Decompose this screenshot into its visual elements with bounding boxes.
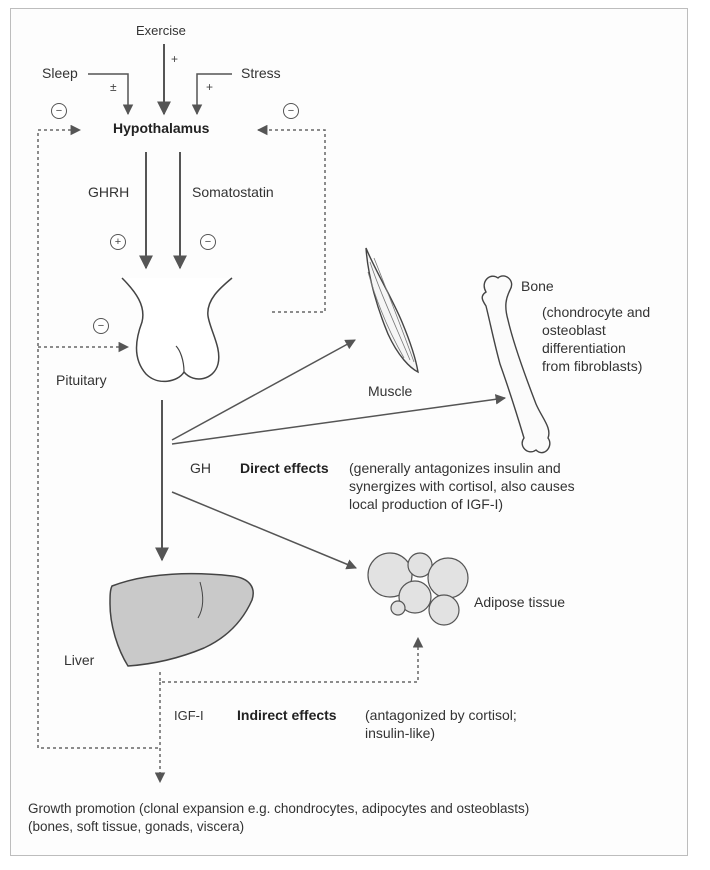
gh-label: GH bbox=[190, 460, 211, 476]
growth-promotion-line-2: (bones, soft tissue, gonads, viscera) bbox=[28, 819, 245, 834]
hypothalamus-label: Hypothalamus bbox=[113, 120, 210, 136]
bone-illustration bbox=[481, 275, 551, 454]
sleep-arrow bbox=[88, 73, 134, 116]
liver-lobe-line bbox=[197, 581, 204, 619]
bone-label: Bone bbox=[521, 278, 554, 294]
ghrh-plus: + bbox=[110, 234, 126, 250]
liver-to-adipose-dotted bbox=[159, 636, 424, 683]
somatostatin-label: Somatostatin bbox=[192, 184, 274, 200]
muscle-label: Muscle bbox=[368, 383, 413, 399]
left-feedback-minus: − bbox=[51, 103, 67, 119]
sleep-label: Sleep bbox=[42, 65, 78, 81]
gh-to-bone-arrow bbox=[171, 394, 507, 445]
sleep-sign: ± bbox=[110, 80, 117, 94]
exercise-label: Exercise bbox=[136, 23, 186, 38]
stress-sign: + bbox=[206, 80, 214, 94]
indirect-effects-title: Indirect effects bbox=[237, 707, 337, 723]
pituitary-label: Pituitary bbox=[56, 372, 107, 388]
growth-promotion-line-1: Growth promotion (clonal expansion e.g. … bbox=[28, 801, 530, 816]
indirect-effects-line-2: insulin-like) bbox=[365, 725, 436, 741]
bone-note-line-2: osteoblast bbox=[542, 322, 606, 338]
gh-to-muscle-arrow bbox=[171, 339, 356, 441]
somatostatin-minus: − bbox=[200, 234, 216, 250]
pituitary-feedback-minus: − bbox=[93, 318, 109, 334]
muscle-illustration bbox=[365, 247, 419, 374]
right-feedback-loop bbox=[256, 124, 326, 313]
bone-note-line-4: from fibroblasts) bbox=[542, 358, 643, 374]
igf-label: IGF-I bbox=[174, 708, 204, 723]
left-feedback-loop bbox=[37, 124, 158, 749]
diagram-frame bbox=[10, 8, 688, 856]
stress-arrow bbox=[191, 73, 232, 116]
gh-to-adipose-arrow bbox=[171, 491, 357, 570]
direct-effects-line-3: local production of IGF-I) bbox=[349, 496, 504, 512]
exercise-sign: + bbox=[171, 52, 179, 66]
adipose-illustration bbox=[367, 552, 469, 626]
indirect-effects-line-1: (antagonized by cortisol; bbox=[365, 707, 517, 723]
bone-note-line-3: differentiation bbox=[542, 340, 626, 356]
ghrh-label: GHRH bbox=[88, 184, 130, 200]
stress-label: Stress bbox=[241, 65, 281, 81]
pituitary-lobe-divider bbox=[175, 345, 185, 373]
direct-effects-title: Direct effects bbox=[240, 460, 329, 476]
bone-note-line-1: (chondrocyte and bbox=[542, 304, 651, 320]
pituitary-gland bbox=[121, 277, 233, 383]
right-feedback-minus: − bbox=[283, 103, 299, 119]
direct-effects-line-2: synergizes with cortisol, also causes bbox=[349, 478, 575, 494]
direct-effects-line-1: (generally antagonizes insulin and bbox=[349, 460, 561, 476]
liver-illustration bbox=[109, 572, 254, 667]
liver-label: Liver bbox=[64, 652, 95, 668]
adipose-label: Adipose tissue bbox=[474, 594, 566, 610]
